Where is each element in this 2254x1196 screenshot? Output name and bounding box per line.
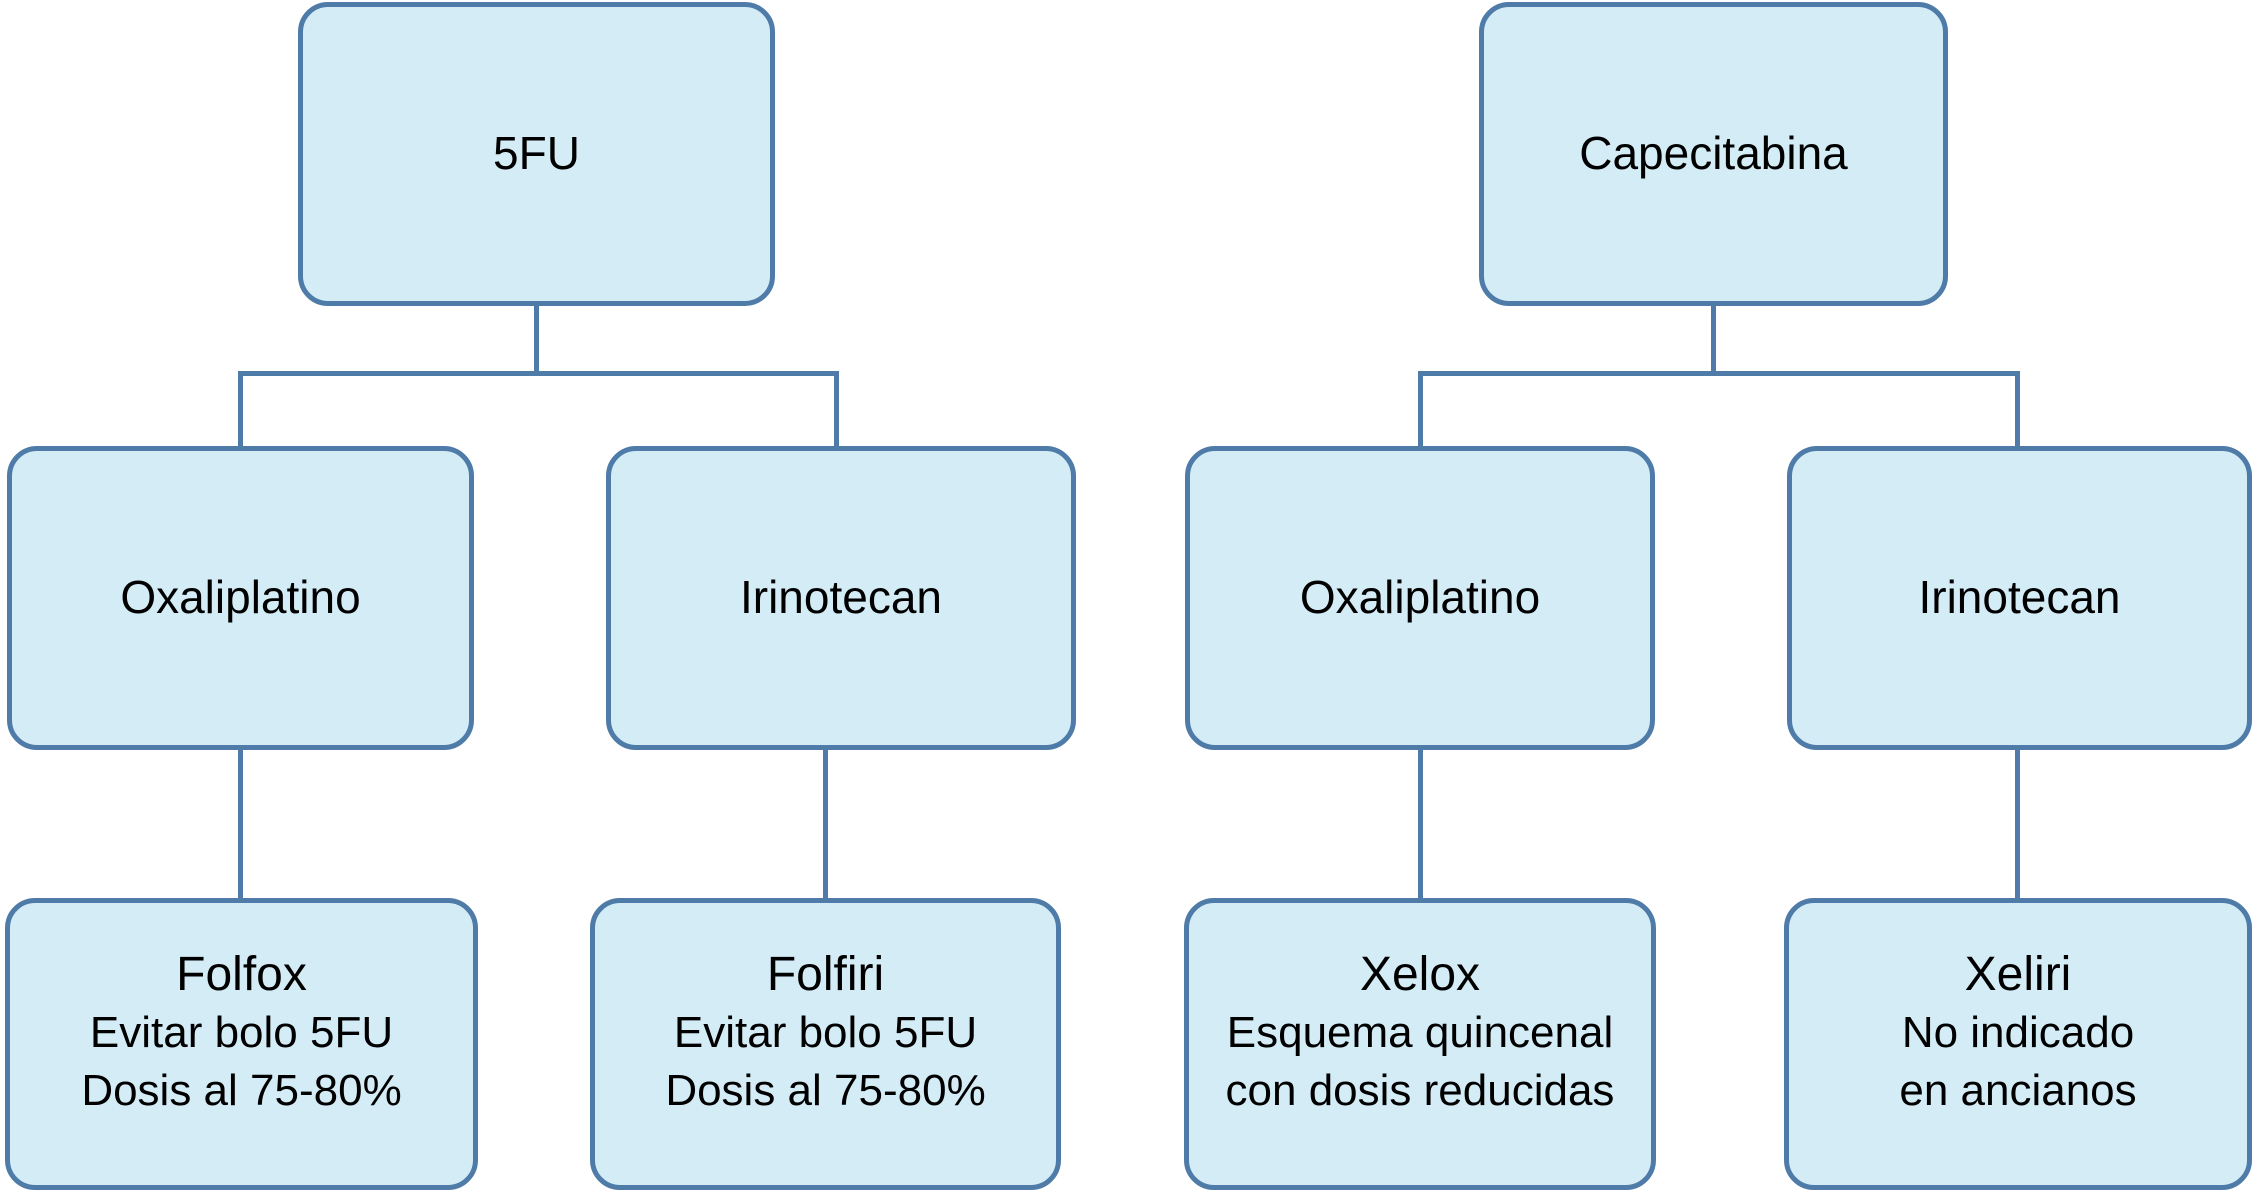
drug-label: Irinotecan	[1918, 571, 2121, 624]
drug-box-irinotecan-2: Irinotecan	[1787, 446, 2252, 750]
root-box-5fu: 5FU	[298, 2, 775, 306]
regimen-note-1: No indicado	[1901, 1008, 2135, 1057]
connector-5fu-branch-bar	[238, 371, 839, 376]
regimen-box-folfiri: Folfiri Evitar bolo 5FU Dosis al 75-80%	[590, 898, 1061, 1190]
connector-irinotecan1-folfiri	[823, 748, 828, 900]
drug-label: Oxaliplatino	[1299, 571, 1541, 624]
regimen-note-2: con dosis reducidas	[1225, 1066, 1615, 1115]
regimen-note-1: Evitar bolo 5FU	[673, 1008, 978, 1057]
root-box-capecitabina: Capecitabina	[1479, 2, 1948, 306]
regimen-title: Folfox	[176, 948, 307, 1001]
connector-capecitabina-drop-right	[2015, 371, 2020, 448]
drug-box-oxaliplatino-1: Oxaliplatino	[7, 446, 474, 750]
root-label: 5FU	[493, 127, 580, 180]
drug-box-oxaliplatino-2: Oxaliplatino	[1185, 446, 1655, 750]
connector-capecitabina-stem	[1711, 304, 1716, 374]
regimen-title: Xelox	[1359, 948, 1481, 1001]
connector-5fu-drop-right	[834, 371, 839, 448]
drug-label: Irinotecan	[739, 571, 942, 624]
regimen-box-folfox: Folfox Evitar bolo 5FU Dosis al 75-80%	[5, 898, 478, 1190]
regimen-note-2: Dosis al 75-80%	[665, 1066, 986, 1115]
regimen-note-1: Esquema quincenal	[1226, 1008, 1614, 1057]
regimen-title: Xeliri	[1964, 948, 2072, 1001]
connector-5fu-stem	[534, 304, 539, 374]
drug-box-irinotecan-1: Irinotecan	[606, 446, 1076, 750]
regimen-box-xelox: Xelox Esquema quincenal con dosis reduci…	[1184, 898, 1656, 1190]
connector-irinotecan2-xeliri	[2015, 748, 2020, 900]
root-label: Capecitabina	[1579, 127, 1848, 180]
drug-label: Oxaliplatino	[120, 571, 361, 624]
connector-capecitabina-drop-left	[1418, 371, 1423, 448]
connector-5fu-drop-left	[238, 371, 243, 448]
connector-oxaliplatino2-xelox	[1418, 748, 1423, 900]
regimen-note-2: en ancianos	[1899, 1066, 2137, 1115]
connector-capecitabina-branch-bar	[1418, 371, 2020, 376]
regimen-title: Folfiri	[766, 948, 885, 1001]
regimen-note-1: Evitar bolo 5FU	[89, 1008, 394, 1057]
regimen-box-xeliri: Xeliri No indicado en ancianos	[1784, 898, 2252, 1190]
connector-oxaliplatino1-folfox	[238, 748, 243, 900]
regimen-note-2: Dosis al 75-80%	[81, 1066, 402, 1115]
